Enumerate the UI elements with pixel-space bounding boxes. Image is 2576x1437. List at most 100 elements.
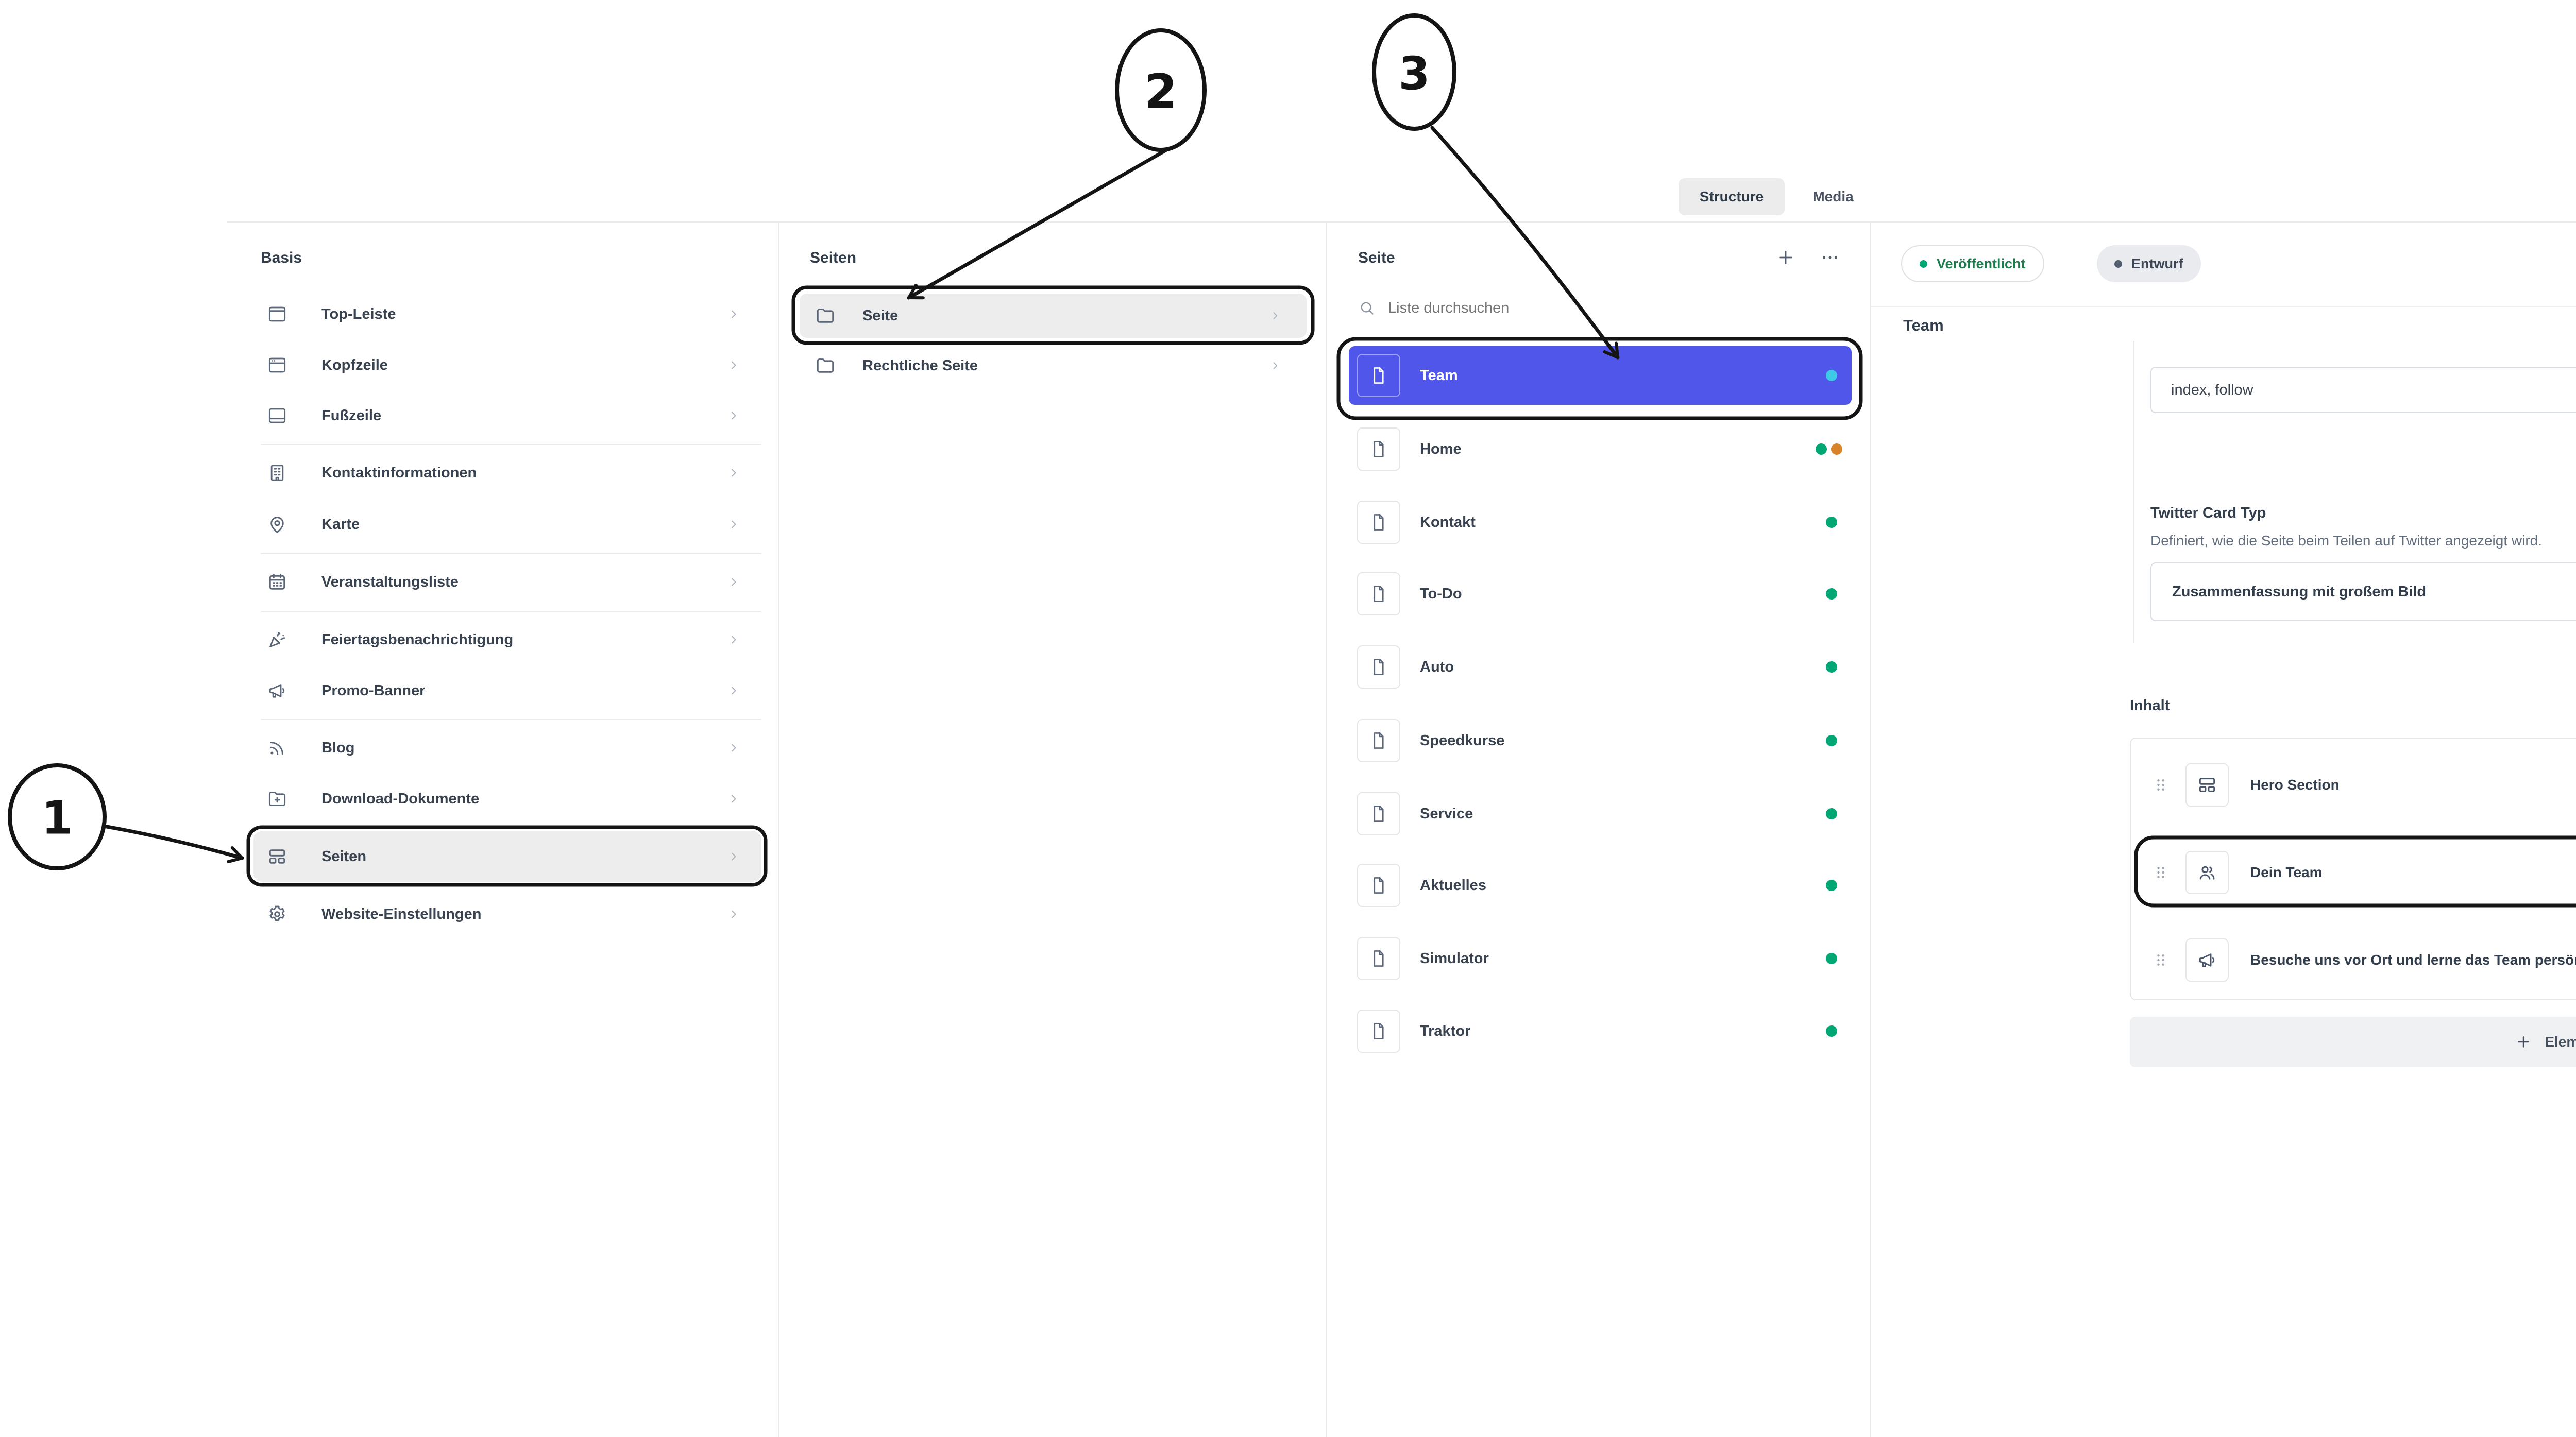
file-icon [1369,1021,1388,1041]
sidebar-item-label: Promo-Banner [321,682,426,699]
sidebar-item-fusszeile[interactable]: Fußzeile [253,390,761,441]
content-item-icon-frame [2185,763,2229,807]
page-item-simulator[interactable]: Simulator [1349,929,1852,988]
sidebar-divider [261,827,761,828]
page-icon-frame [1357,427,1400,471]
sidebar-item-label: Veranstaltungsliste [321,573,459,590]
sidebar-item-kontaktinformationen[interactable]: Kontaktinformationen [253,448,761,498]
page-item-label: Aktuelles [1420,877,1486,894]
topbar-icon [267,304,287,324]
page-item-to-do[interactable]: To-Do [1349,564,1852,623]
tab-media[interactable]: Media [1792,178,1874,215]
published-dot [1920,260,1927,268]
page-item-team[interactable]: Team [1349,346,1852,405]
tab-structure-label: Structure [1699,189,1764,204]
page-item-label: Service [1420,805,1473,822]
page-item-service[interactable]: Service [1349,784,1852,843]
page-icon-frame [1357,719,1400,762]
folder-item-rechtliche-seite[interactable]: Rechtliche Seite [800,344,1307,388]
search-bar[interactable] [1358,292,1853,324]
page-item-auto[interactable]: Auto [1349,638,1852,696]
file-icon [1369,657,1388,677]
sidebar-divider [261,885,761,886]
sidebar-item-website-einstellungen[interactable]: Website-Einstellungen [253,889,761,939]
add-page-button[interactable] [1775,247,1796,268]
sidebar-item-download-dokumente[interactable]: Download-Dokumente [253,774,761,824]
page-title: Team [1903,316,1944,334]
content-item-hero-section[interactable]: Hero Section [2131,744,2576,826]
file-icon [1369,584,1388,604]
robots-input[interactable] [2150,367,2576,413]
page-icon-frame [1357,501,1400,544]
sidebar-item-feiertagsbenachrichtigung[interactable]: Feiertagsbenachrichtigung [253,614,761,665]
field-group-guide [2133,341,2134,643]
content-item-label: Hero Section [2250,777,2340,793]
page-item-speedkurse[interactable]: Speedkurse [1349,711,1852,770]
page-icon-frame [1357,1010,1400,1053]
status-dot-green [1826,880,1837,891]
add-element-button-label: Element hinzufügen... [2545,1034,2576,1050]
chevron-right-icon [726,408,741,423]
sidebar-item-label: Feiertagsbenachrichtigung [321,631,514,648]
sidebar-item-blog[interactable]: Blog [253,723,761,773]
folder-item-seite[interactable]: Seite [800,294,1307,338]
content-item-besuche-uns[interactable]: Besuche uns vor Ort und lerne das Team p… [2131,919,2576,1001]
column-divider-1 [778,221,779,1437]
status-dot-green [1816,443,1827,455]
sidebar-item-karte[interactable]: Karte [253,499,761,550]
drag-handle-icon[interactable] [2151,863,2170,882]
status-dot-green [1826,588,1837,600]
content-item-dein-team[interactable]: Dein Team [2131,831,2576,914]
folders-panel-title: Seiten [810,249,857,266]
page-icon-frame [1357,645,1400,689]
annotation-number-1: 1 [41,791,73,845]
page-icon-frame [1357,354,1400,397]
chevron-right-icon [726,575,741,589]
file-icon [1369,804,1388,824]
twitter-card-select[interactable]: Zusammenfassung mit großem Bild [2150,562,2576,621]
drag-handle-icon[interactable] [2151,951,2170,969]
pages-panel-title: Seite [1358,249,1395,266]
chevron-right-icon [726,307,741,321]
map-pin-icon [267,514,287,535]
twitter-card-label: Twitter Card Typ [2150,505,2266,521]
sidebar-item-seiten[interactable]: Seiten [253,831,761,882]
content-item-label: Besuche uns vor Ort und lerne das Team p… [2250,952,2576,968]
drag-handle-icon[interactable] [2151,776,2170,794]
page-item-kontakt[interactable]: Kontakt [1349,493,1852,552]
folder-icon [815,355,836,376]
page-item-aktuelles[interactable]: Aktuelles [1349,856,1852,915]
page-item-home[interactable]: Home [1349,420,1852,478]
party-icon [267,629,287,650]
chevron-right-icon [726,849,741,864]
page-item-traktor[interactable]: Traktor [1349,1002,1852,1060]
annotation-number-2: 2 [1144,64,1178,119]
status-dot-cyan [1826,370,1837,381]
search-input[interactable] [1387,299,1811,317]
status-badge-label: Veröffentlicht [1937,255,2026,271]
folder-item-label: Rechtliche Seite [862,357,978,374]
sidebar-divider [261,611,761,612]
add-element-button[interactable]: Element hinzufügen... [2130,1017,2576,1067]
sidebar-item-label: Download-Dokumente [321,790,480,807]
page-icon-frame [1357,792,1400,835]
panel-top-border [227,221,2576,223]
building-icon [267,463,287,483]
sidebar-item-veranstaltungsliste[interactable]: Veranstaltungsliste [253,557,761,607]
page-icon-frame [1357,864,1400,907]
chevron-right-icon [726,632,741,647]
sidebar-item-promo-banner[interactable]: Promo-Banner [253,665,761,716]
sidebar-item-top-leiste[interactable]: Top-Leiste [253,289,761,339]
ellipsis-icon [1820,247,1840,268]
page-item-label: To-Do [1420,585,1462,602]
chevron-right-icon [726,683,741,698]
sidebar-item-kopfzeile[interactable]: Kopfzeile [253,340,761,390]
pages-more-button[interactable] [1820,247,1840,268]
tab-structure[interactable]: Structure [1679,178,1785,215]
sidebar-item-label: Kopfzeile [321,356,388,373]
folder-icon [815,305,836,326]
status-dot-green [1826,953,1837,964]
file-icon [1369,512,1388,532]
